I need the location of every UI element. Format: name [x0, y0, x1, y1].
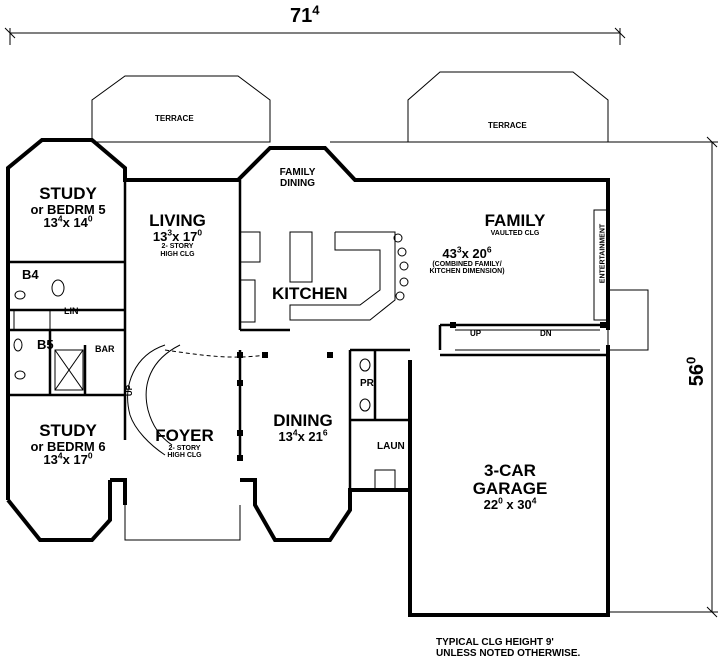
width-value-sup: 4 — [312, 2, 320, 18]
foyer-name: FOYER — [155, 426, 214, 445]
garage-label: 3-CAR GARAGE 220 x 304 — [460, 462, 560, 511]
dining-dimensions: 134x 216 — [278, 427, 328, 444]
study5-alt: or BEDRM 5 — [30, 201, 106, 217]
width-dimension-line — [4, 27, 626, 45]
family-name-block: FAMILY VAULTED CLG — [470, 212, 560, 237]
family-note: VAULTED CLG — [490, 229, 540, 237]
depth-dimension: 560 — [683, 356, 709, 387]
family-note2: (COMBINED FAMILY/ — [432, 260, 502, 268]
living-note2: HIGH CLG — [160, 250, 195, 258]
pr-label: PR — [360, 378, 374, 389]
b5-label: B5 — [37, 337, 54, 352]
study6-name: STUDY — [39, 421, 97, 440]
footnote-line1: TYPICAL CLG HEIGHT 9' — [436, 637, 554, 648]
family-dining-line1: FAMILY — [279, 167, 316, 178]
terrace-left — [91, 75, 271, 143]
garage-name1: 3-CAR — [484, 461, 536, 480]
depth-value: 56 — [686, 363, 709, 387]
study5-name: STUDY — [39, 184, 97, 203]
terrace-left-label: TERRACE — [155, 114, 194, 123]
study5-dimensions: 134x 140 — [43, 214, 93, 231]
stair-up-label: UP — [125, 384, 135, 397]
family-dims-block: 433x 206 (COMBINED FAMILY/ KITCHEN DIMEN… — [412, 244, 522, 275]
bar-label: BAR — [95, 344, 115, 354]
living-name: LIVING — [149, 211, 206, 230]
study6-alt: or BEDRM 6 — [30, 438, 106, 454]
living-dimensions: 133x 170 — [152, 227, 203, 244]
garage-name2: GARAGE — [472, 478, 548, 498]
footnote-line2: UNLESS NOTED OTHERWISE. — [436, 647, 581, 659]
study6-dimensions: 134x 170 — [43, 451, 93, 468]
foyer-label: FOYER 2- STORY HIGH CLG — [147, 427, 222, 460]
dn-label: DN — [540, 329, 552, 338]
up-label: UP — [470, 329, 482, 338]
living-label: LIVING 133x 170 2- STORY HIGH CLG — [130, 212, 225, 258]
depth-dimension-line — [330, 136, 718, 618]
fixture-details — [13, 138, 649, 617]
study5-label: STUDY or BEDRM 5 134x 140 — [18, 185, 118, 230]
living-note1: 2- STORY — [161, 243, 194, 251]
width-value: 71 — [290, 5, 313, 27]
ceiling-footnote: TYPICAL CLG HEIGHT 9' UNLESS NOTED OTHER… — [436, 637, 581, 659]
garage-dimensions: 220 x 304 — [483, 495, 537, 512]
family-name: FAMILY — [484, 211, 546, 230]
family-dimensions: 433x 206 — [442, 244, 492, 261]
laun-label: LAUN — [377, 441, 405, 452]
dining-name: DINING — [273, 411, 333, 430]
terrace-right-label: TERRACE — [488, 121, 527, 130]
columns — [237, 322, 606, 461]
kitchen-label: KITCHEN — [272, 284, 348, 303]
entertainment-label: ENTERTAINMENT — [599, 223, 607, 284]
width-dimension: 714 — [290, 3, 319, 27]
family-dining-line2: DINING — [280, 177, 315, 189]
family-note3: KITCHEN DIMENSION) — [429, 267, 505, 275]
depth-value-sup: 0 — [683, 356, 699, 364]
study6-label: STUDY or BEDRM 6 134x 170 — [18, 422, 118, 467]
foyer-note1: 2- STORY — [168, 444, 201, 452]
dining-label: DINING 134x 216 — [258, 411, 348, 444]
family-dining-label: FAMILY DINING — [270, 167, 325, 189]
foyer-note2: HIGH CLG — [167, 452, 202, 460]
terrace-right — [407, 71, 609, 143]
lin-label: LIN — [64, 306, 79, 316]
b4-label: B4 — [22, 267, 39, 282]
